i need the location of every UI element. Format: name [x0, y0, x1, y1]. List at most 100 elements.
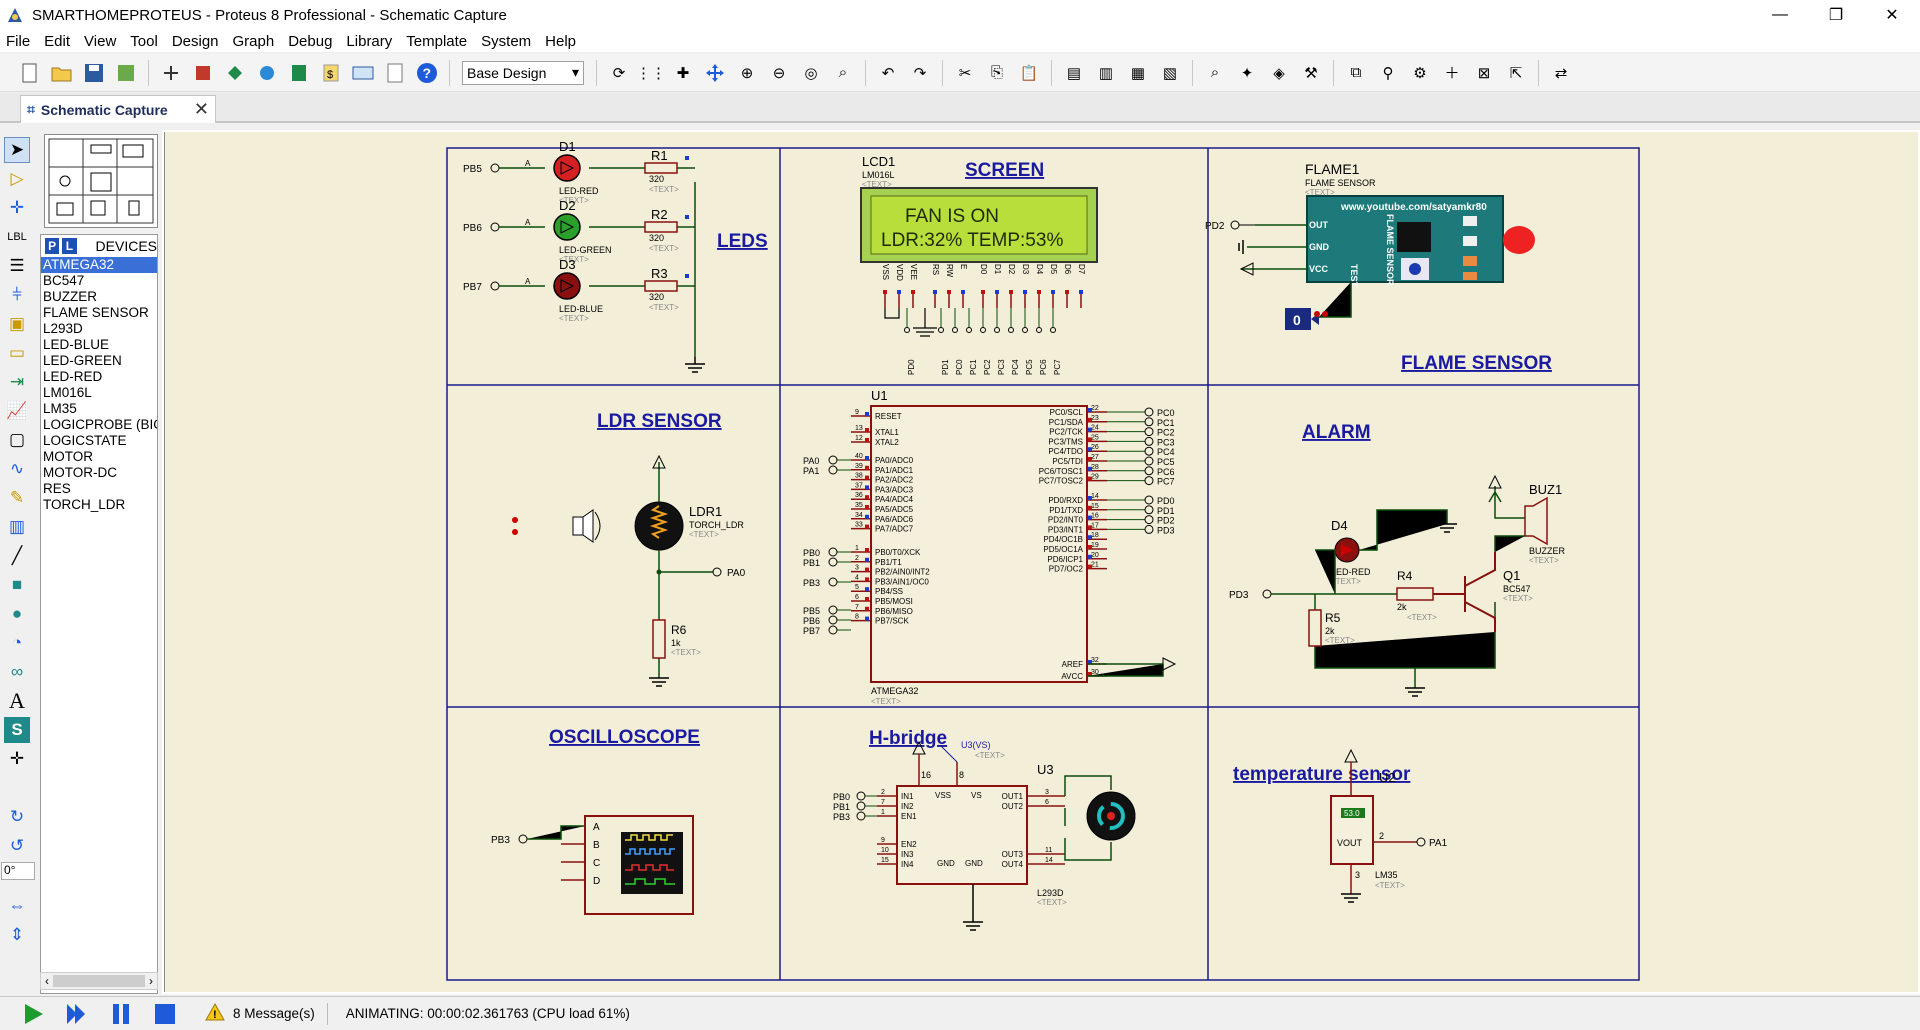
tab-schematic-capture[interactable]: ⌗ Schematic Capture ✕	[20, 95, 216, 123]
text-tool-icon[interactable]: A	[9, 688, 25, 713]
overview-window[interactable]	[44, 134, 158, 228]
device-list-item[interactable]: TORCH_LDR	[43, 497, 126, 512]
menu-graph[interactable]: Graph	[232, 32, 275, 50]
warning-icon[interactable]: !	[205, 1002, 225, 1024]
schematic-icon[interactable]	[160, 62, 182, 84]
origin-icon[interactable]: ✚	[676, 64, 690, 82]
rotation-angle-field[interactable]: 0°	[1, 862, 35, 880]
device-pin-icon[interactable]: ⇥	[9, 372, 25, 391]
new-file-icon[interactable]	[19, 62, 41, 84]
remove-sheet-icon[interactable]: ⊠	[1477, 64, 1491, 82]
netlist-icon[interactable]: ⇄	[1554, 64, 1568, 82]
maximize-button[interactable]: ❐	[1828, 7, 1844, 24]
marker-tool-icon[interactable]: ✛	[9, 749, 25, 768]
minimize-button[interactable]: —	[1772, 6, 1788, 23]
circle-tool-icon[interactable]: ●	[11, 604, 23, 623]
open-folder-icon[interactable]	[51, 62, 73, 84]
scroll-right-icon[interactable]: ›	[149, 974, 153, 988]
menu-file[interactable]: File	[6, 32, 31, 50]
device-list-item[interactable]: ATMEGA32	[41, 257, 157, 273]
component-mode-icon[interactable]: ▷	[10, 169, 24, 188]
zoom-area-icon[interactable]: ⌕	[838, 64, 848, 81]
menu-library[interactable]: Library	[346, 32, 393, 50]
play-button[interactable]	[18, 999, 48, 1029]
menu-debug[interactable]: Debug	[288, 32, 333, 50]
packaging-icon[interactable]: ◈	[1273, 64, 1285, 82]
pick-devices-button[interactable]: P	[45, 238, 60, 254]
text-script-icon[interactable]: ☰	[9, 256, 25, 275]
cut-icon[interactable]: ✂	[958, 64, 972, 82]
rotate-anticlockwise-icon[interactable]: ↺	[9, 836, 25, 855]
menu-edit[interactable]: Edit	[44, 32, 71, 50]
menu-design[interactable]: Design	[171, 32, 219, 50]
selection-mode-icon[interactable]: ➤	[4, 137, 30, 163]
pan-icon[interactable]	[704, 62, 726, 84]
zoom-out-icon[interactable]: ⊖	[772, 64, 786, 82]
notes-icon[interactable]	[384, 62, 406, 84]
device-list-item[interactable]: LED-BLUE	[43, 337, 110, 352]
grid-icon[interactable]: ⋮⋮	[636, 64, 666, 82]
active-popup-icon[interactable]: ▢	[8, 430, 26, 449]
mirror-horizontal-icon[interactable]: ⇔	[8, 896, 26, 915]
stop-button[interactable]	[150, 999, 180, 1029]
subcircuit-icon[interactable]: ▣	[8, 314, 26, 333]
instrument-mode-icon[interactable]: ▥	[8, 517, 26, 536]
bom-icon[interactable]: $	[320, 62, 342, 84]
device-list-item[interactable]: BC547	[43, 273, 85, 288]
redo-icon[interactable]: ↷	[913, 64, 927, 82]
library-manager-button[interactable]: L	[62, 238, 77, 254]
paste-icon[interactable]: 📋	[1019, 64, 1039, 82]
close-window-button[interactable]: ✕	[1885, 7, 1899, 24]
probe-mode-icon[interactable]: ✎	[9, 488, 25, 507]
arc-tool-icon[interactable]: ◔	[11, 633, 23, 652]
pcb-layout-icon[interactable]	[192, 62, 214, 84]
bus-mode-icon[interactable]: ⫩	[12, 285, 22, 304]
decompose-icon[interactable]: ⚒	[1304, 64, 1318, 82]
path-tool-icon[interactable]: ∞	[10, 662, 24, 681]
help-icon[interactable]: ?	[416, 62, 438, 84]
block-copy-icon[interactable]: ▤	[1066, 64, 1082, 82]
menu-system[interactable]: System	[481, 32, 532, 50]
scroll-left-icon[interactable]: ‹	[45, 974, 49, 988]
design-select[interactable]: Base Design▾	[462, 60, 584, 85]
pick-device-icon[interactable]: ⌕	[1210, 64, 1220, 81]
terminal-mode-icon[interactable]: ▭	[8, 343, 26, 362]
pause-button[interactable]	[106, 999, 136, 1029]
copy-icon[interactable]: ⎘	[990, 64, 1003, 81]
make-device-icon[interactable]: ✦	[1240, 64, 1254, 82]
device-list-item[interactable]: LED-GREEN	[43, 353, 122, 368]
message-count[interactable]: 8 Message(s)	[233, 1006, 315, 1021]
device-list-item[interactable]: RES	[43, 481, 71, 496]
menu-view[interactable]: View	[84, 32, 117, 50]
device-list-item[interactable]: MOTOR	[43, 449, 93, 464]
device-list-item[interactable]: LM35	[43, 401, 77, 416]
block-delete-icon[interactable]: ▧	[1162, 64, 1178, 82]
step-button[interactable]	[62, 999, 92, 1029]
wire-label-icon[interactable]: LBL	[7, 231, 27, 243]
scroll-thumb[interactable]	[53, 975, 145, 987]
source-code-icon[interactable]	[352, 62, 374, 84]
junction-dot-icon[interactable]: ✛	[9, 198, 25, 217]
design-explorer-icon[interactable]	[288, 62, 310, 84]
menu-template[interactable]: Template	[406, 32, 468, 50]
rotate-clockwise-icon[interactable]: ↻	[9, 807, 25, 826]
device-list-item[interactable]: FLAME SENSOR	[43, 305, 149, 320]
new-sheet-icon[interactable]: ＋	[1444, 65, 1460, 82]
device-list-item[interactable]: LED-RED	[43, 369, 103, 384]
3d-viewer-icon[interactable]	[224, 62, 246, 84]
block-move-icon[interactable]: ▥	[1098, 64, 1114, 82]
box-tool-icon[interactable]: ■	[11, 575, 23, 594]
gerber-icon[interactable]	[256, 62, 278, 84]
zoom-all-icon[interactable]: ◎	[804, 64, 818, 82]
graph-mode-icon[interactable]: 📈	[6, 401, 28, 420]
device-list-item[interactable]: LM016L	[43, 385, 92, 400]
device-list-scrollbar[interactable]: ‹›	[40, 972, 158, 990]
symbol-tool-icon[interactable]: S	[4, 717, 30, 743]
import-icon[interactable]	[115, 62, 137, 84]
device-list-item[interactable]: LOGICPROBE (BIG	[43, 417, 157, 432]
save-icon[interactable]	[83, 62, 105, 84]
device-list-item[interactable]: MOTOR-DC	[43, 465, 117, 480]
device-list-item[interactable]: LOGICSTATE	[43, 433, 127, 448]
exit-parent-icon[interactable]: ⇱	[1509, 64, 1523, 82]
menu-tool[interactable]: Tool	[130, 32, 158, 50]
